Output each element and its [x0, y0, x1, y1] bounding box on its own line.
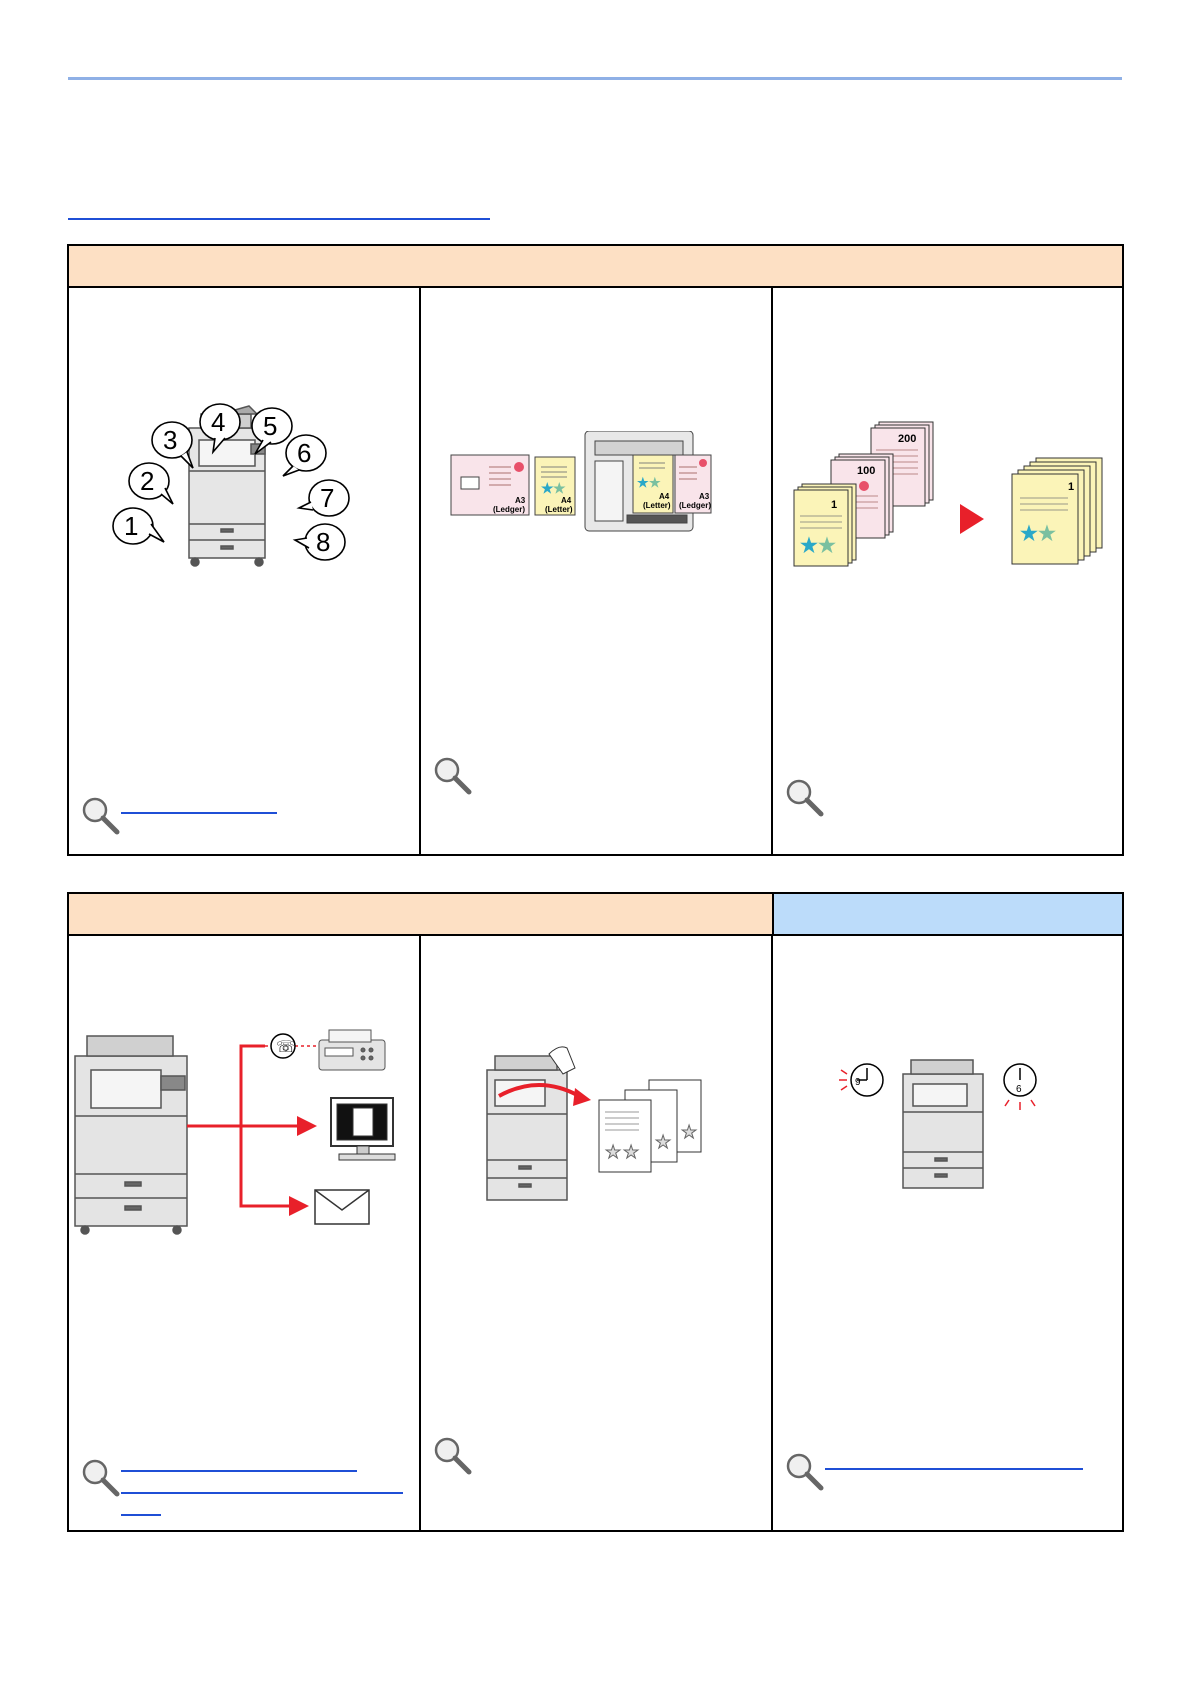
panel-2-divider — [771, 936, 773, 1530]
arrow-right-icon — [960, 504, 984, 534]
panel-2-header — [69, 894, 772, 936]
speech-bubble-5: 5 — [251, 407, 293, 455]
svg-text:(Ledger): (Ledger) — [679, 501, 711, 510]
printer-icon — [74, 1035, 188, 1235]
original-handling-illustration: ★★ ★★ — [486, 1046, 702, 1201]
svg-text:2: 2 — [140, 466, 154, 496]
svg-text:8: 8 — [316, 527, 330, 557]
svg-text:A4: A4 — [659, 492, 670, 501]
printer-shortcut-illustration: 1 2 3 4 5 6 7 8 — [112, 403, 350, 567]
panel-1-divider — [771, 288, 773, 854]
speech-bubble-8: 8 — [292, 523, 346, 561]
fax-icon — [318, 1029, 386, 1071]
header-rule — [68, 77, 1122, 80]
svg-text:★: ★ — [655, 1132, 671, 1152]
svg-text:(Letter): (Letter) — [643, 501, 671, 510]
speech-bubble-3: 3 — [151, 421, 194, 469]
phone-icon — [270, 1033, 296, 1059]
reference-link[interactable] — [121, 1492, 403, 1494]
sleep-schedule-illustration: 9 6 — [839, 1059, 1037, 1189]
svg-text:★: ★ — [541, 480, 554, 496]
svg-text:200: 200 — [898, 433, 916, 445]
reference-link[interactable] — [121, 1514, 161, 1516]
svg-text:(Letter): (Letter) — [545, 505, 573, 514]
email-icon — [314, 1189, 370, 1225]
reference-link[interactable] — [825, 1468, 1083, 1470]
svg-text:(Ledger): (Ledger) — [493, 505, 525, 514]
magnifier-icon — [786, 1453, 824, 1491]
panel-1-divider — [419, 288, 421, 854]
svg-text:★: ★ — [649, 475, 661, 490]
svg-text:1: 1 — [124, 511, 138, 541]
svg-text:★: ★ — [818, 535, 836, 557]
feature-panel-2: ☏ — [67, 892, 1124, 1532]
speech-bubble-4: 4 — [199, 403, 241, 455]
reference-link[interactable] — [121, 812, 277, 814]
panel-2-header-alt — [772, 894, 1122, 936]
svg-text:★: ★ — [605, 1142, 621, 1162]
reference-link[interactable] — [121, 1470, 357, 1472]
svg-text:★: ★ — [553, 480, 566, 496]
svg-text:1: 1 — [831, 499, 837, 511]
svg-text:3: 3 — [163, 425, 177, 455]
svg-text:A4: A4 — [561, 496, 572, 505]
svg-text:100: 100 — [857, 465, 875, 477]
speech-bubble-6: 6 — [282, 434, 327, 477]
computer-icon — [330, 1097, 396, 1161]
svg-text:1: 1 — [1068, 481, 1074, 493]
svg-text:☏: ☏ — [276, 1039, 296, 1056]
page-title-link[interactable] — [68, 218, 490, 220]
svg-text:★: ★ — [681, 1122, 697, 1142]
svg-text:5: 5 — [263, 411, 277, 441]
svg-text:6: 6 — [297, 438, 311, 468]
continuous-scan-illustration: 200 100 1 ★★ 1 ★★ — [793, 421, 1103, 567]
svg-text:★: ★ — [800, 535, 818, 557]
speech-bubble-1: 1 — [112, 507, 165, 545]
printer-icon — [902, 1059, 984, 1189]
speech-bubble-7: 7 — [296, 479, 350, 517]
svg-text:7: 7 — [320, 483, 334, 513]
speech-bubble-2: 2 — [128, 462, 174, 505]
magnifier-icon — [434, 757, 472, 795]
magnifier-icon — [786, 779, 824, 817]
magnifier-icon — [82, 1459, 120, 1497]
magnifier-icon — [434, 1437, 472, 1475]
svg-text:★: ★ — [637, 475, 649, 490]
panel-1-header — [69, 246, 1122, 288]
svg-text:9: 9 — [855, 1077, 861, 1088]
svg-text:6: 6 — [1016, 1084, 1022, 1095]
svg-text:4: 4 — [211, 407, 225, 437]
mixed-size-originals-illustration: A3 (Ledger) ★★ A4 (Letter) ★★ A4 (Letter… — [450, 431, 712, 532]
send-destinations-illustration: ☏ — [74, 1029, 396, 1235]
svg-text:★: ★ — [1020, 523, 1038, 545]
printer-icon — [486, 1055, 568, 1201]
panel-2-divider — [419, 936, 421, 1530]
svg-text:★: ★ — [1038, 523, 1056, 545]
magnifier-icon — [82, 797, 120, 835]
svg-text:A3: A3 — [515, 496, 526, 505]
feature-panel-1: 1 2 3 4 5 6 7 8 A3 (Ledger) ★★ A4 — [67, 244, 1124, 856]
svg-text:A3: A3 — [699, 492, 710, 501]
svg-text:★: ★ — [623, 1142, 639, 1162]
